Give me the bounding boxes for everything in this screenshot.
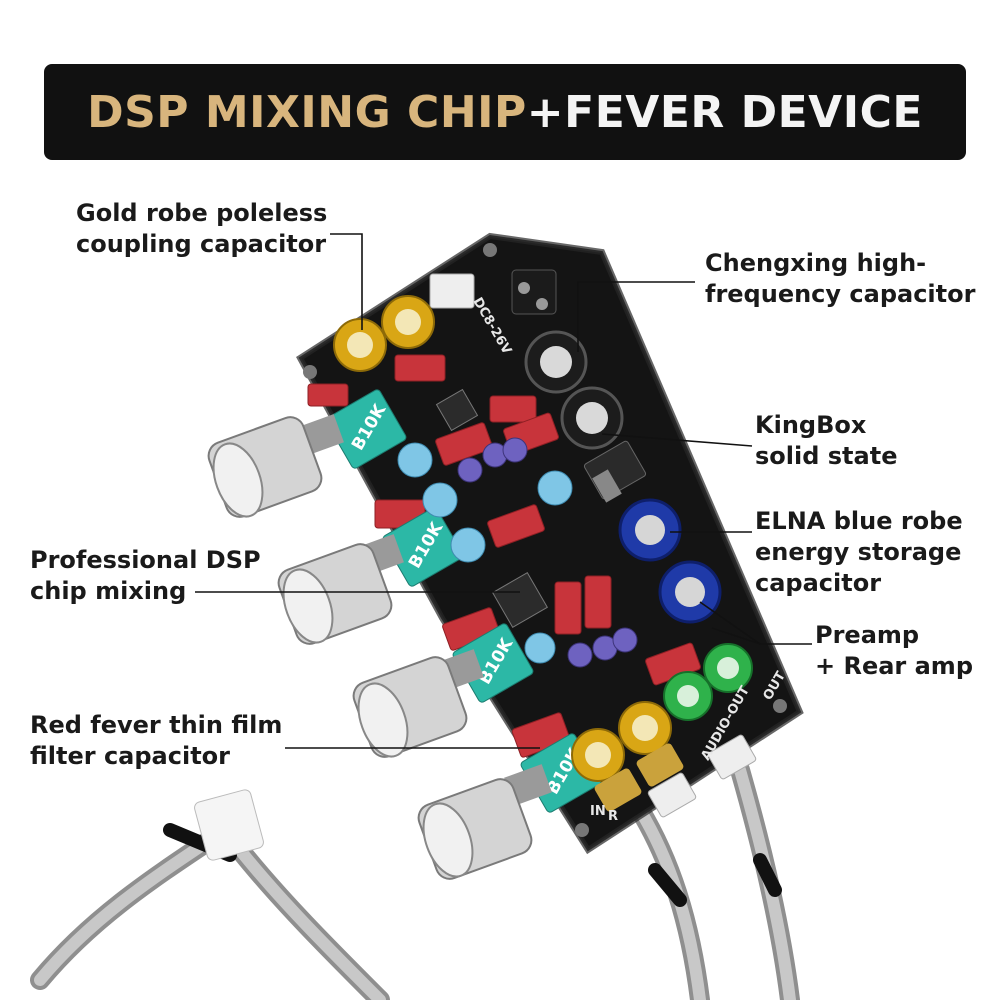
callout-chengxing-line1: Chengxing high-	[705, 249, 927, 277]
title-part-white: +FEVER DEVICE	[526, 86, 923, 138]
gold-capacitors	[333, 295, 684, 812]
dsp-chip	[435, 388, 549, 629]
callout-elna-line1: ELNA blue robe	[755, 507, 963, 535]
line-gold-robe	[330, 233, 363, 330]
callout-red-fever: Red fever thin film filter capacitor	[30, 710, 282, 772]
callout-red-fever-line1: Red fever thin film	[30, 711, 283, 739]
label-in: IN	[590, 804, 606, 819]
callout-gold-robe-line2: coupling capacitor	[76, 230, 327, 258]
red-film-capacitors	[307, 354, 701, 758]
audio-out-header	[647, 734, 757, 818]
callout-elna: ELNA blue robe energy storage capacitor	[755, 506, 963, 599]
callout-gold-robe-line1: Gold robe poleless	[76, 199, 328, 227]
callout-elna-line3: capacitor	[755, 569, 882, 597]
line-kingbox	[601, 433, 753, 447]
cables	[30, 760, 800, 1000]
line-chengxing	[577, 281, 695, 352]
cable-connector-left	[194, 789, 264, 861]
small-blue-capacitors	[397, 442, 573, 664]
callout-chengxing: Chengxing high- frequency capacitor	[705, 248, 975, 310]
blue-capacitors	[618, 498, 722, 624]
title-part-gold: DSP MIXING CHIP	[87, 86, 527, 138]
label-r: R	[608, 809, 618, 824]
knob-3	[352, 649, 484, 758]
knob-1	[207, 414, 344, 518]
page-title: DSP MIXING CHIP+FEVER DEVICE	[87, 87, 923, 138]
knob-2	[277, 534, 404, 645]
callout-kingbox-line1: KingBox	[755, 411, 867, 439]
knob-4	[417, 764, 552, 880]
callout-red-fever-line2: filter capacitor	[30, 742, 231, 770]
callout-kingbox: KingBox solid state	[755, 410, 897, 472]
kingbox-regulator	[583, 440, 647, 503]
callout-preamp: Preamp + Rear amp	[815, 620, 973, 682]
callout-dsp-chip-line1: Professional DSP	[30, 546, 261, 574]
purple-capacitors	[457, 437, 638, 668]
callout-preamp-line1: Preamp	[815, 621, 920, 649]
callout-kingbox-line2: solid state	[755, 442, 898, 470]
title-banner: DSP MIXING CHIP+FEVER DEVICE	[44, 64, 966, 160]
line-preamp-2	[711, 627, 761, 645]
callout-dsp-chip-line2: chip mixing	[30, 577, 187, 605]
callout-preamp-line2: + Rear amp	[815, 652, 973, 680]
callout-elna-line2: energy storage	[755, 538, 962, 566]
green-capacitors	[663, 643, 753, 721]
callout-lines	[195, 233, 812, 749]
callout-chengxing-line2: frequency capacitor	[705, 280, 976, 308]
callout-gold-robe: Gold robe poleless coupling capacitor	[76, 198, 327, 260]
power-header	[429, 269, 557, 315]
callout-dsp-chip: Professional DSP chip mixing	[30, 545, 261, 607]
black-capacitors	[524, 330, 624, 450]
